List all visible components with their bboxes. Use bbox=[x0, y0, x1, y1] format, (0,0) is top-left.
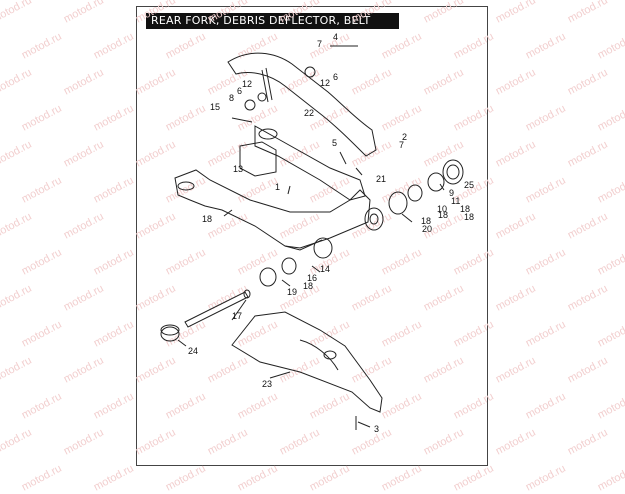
part-callout-label: 10 bbox=[437, 204, 447, 214]
part-callout-label: 7 bbox=[399, 140, 404, 150]
part-callout-label: 21 bbox=[376, 174, 386, 184]
part-callout-label: 2 bbox=[402, 132, 407, 142]
part-callout-label: 7 bbox=[317, 39, 322, 49]
part-callout-label: 15 bbox=[210, 102, 220, 112]
part-callout-label: 25 bbox=[464, 180, 474, 190]
part-callout-label: 18 bbox=[460, 204, 470, 214]
part-callout-label: 12 bbox=[320, 78, 330, 88]
part-callout-label: 5 bbox=[332, 138, 337, 148]
bushing-part bbox=[364, 207, 384, 231]
part-callout-label: 23 bbox=[262, 379, 272, 389]
part-callout-label: 6 bbox=[237, 86, 242, 96]
part-callout-label: 24 bbox=[188, 346, 198, 356]
belt-guard-part bbox=[231, 311, 383, 413]
part-callout-label: 11 bbox=[451, 196, 460, 206]
bearing-part bbox=[388, 191, 408, 215]
part-callout-label: 13 bbox=[233, 164, 243, 174]
part-callout-label: 22 bbox=[304, 108, 314, 118]
part-callout-label: 12 bbox=[242, 79, 252, 89]
part-callout-label: 14 bbox=[320, 264, 330, 274]
part-callout-label: 4 bbox=[333, 32, 338, 42]
pivot-shaft-part bbox=[184, 291, 249, 328]
part-callout-label: 9 bbox=[449, 188, 454, 198]
part-callout-label: 3 bbox=[374, 424, 379, 434]
part-callout-label: 18 bbox=[464, 212, 474, 222]
part-callout-label: 6 bbox=[333, 72, 338, 82]
part-callout-label: 18 bbox=[303, 281, 313, 291]
part-callout-label: 18 bbox=[438, 210, 448, 220]
part-callout-label: 8 bbox=[229, 93, 234, 103]
part-callout-label: 20 bbox=[422, 224, 432, 234]
rear-fork-part bbox=[174, 169, 371, 249]
part-callout-label: 16 bbox=[307, 273, 317, 283]
part-callout-label: 1 bbox=[275, 182, 280, 192]
cap-part bbox=[160, 326, 180, 342]
part-callout-label: 18 bbox=[421, 216, 431, 226]
diagram-frame bbox=[136, 6, 488, 466]
debris-deflector-part bbox=[227, 52, 377, 157]
part-callout-label: 18 bbox=[202, 214, 212, 224]
part-callout-label: 17 bbox=[232, 311, 242, 321]
part-callout-label: 19 bbox=[287, 287, 297, 297]
diagram-title: REAR FORK, DEBRIS DEFLECTOR, BELT GUARD bbox=[146, 13, 399, 43]
